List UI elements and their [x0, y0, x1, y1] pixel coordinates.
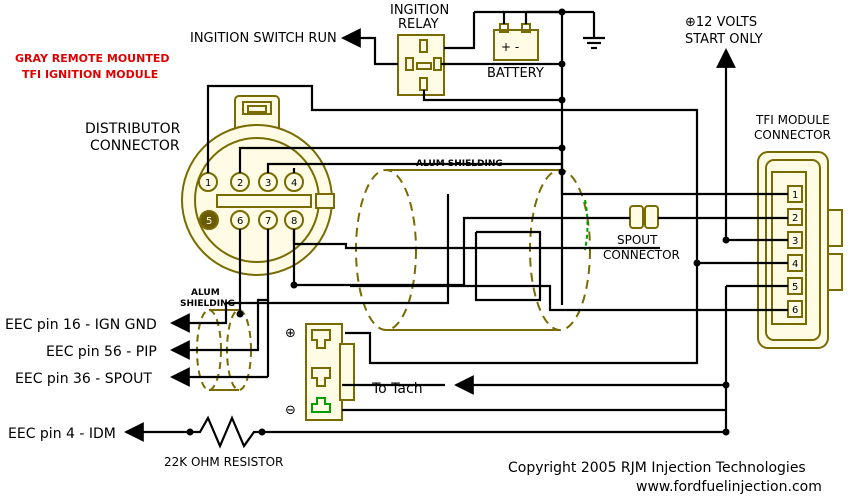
tfi-connector-label-1: TFI MODULE [755, 113, 830, 127]
svg-text:4: 4 [291, 178, 297, 189]
alum-shielding-top [355, 169, 591, 331]
gray-remote-label-1: GRAY REMOTE MOUNTED [15, 52, 169, 65]
ignition-switch-run-label: INGITION SWITCH RUN [190, 31, 337, 46]
distributor-pin-4: 4 [284, 172, 304, 192]
tfi-pin-5: 5 [787, 277, 803, 295]
twelve-volts-label-1: ⊕12 VOLTS [685, 15, 757, 30]
to-tach-label: To Tach [371, 381, 423, 397]
svg-text:6: 6 [237, 216, 243, 227]
resistor-label: 22K OHM RESISTOR [164, 455, 283, 469]
eec-ign-gnd-label: EEC pin 16 - IGN GND [5, 317, 157, 333]
distributor-pin-7: 7 [258, 210, 278, 230]
spout-connector-label-2: CONNECTOR [603, 248, 680, 262]
battery-label: BATTERY [487, 66, 544, 81]
svg-text:2: 2 [792, 213, 798, 224]
svg-text:2: 2 [237, 178, 243, 189]
svg-text:1: 1 [792, 190, 798, 201]
website-label: www.fordfuelinjection.com [636, 479, 822, 495]
resistor-icon [190, 415, 262, 449]
junction-dots [186, 8, 730, 436]
eec-spout-label: EEC pin 36 - SPOUT [15, 371, 152, 387]
eec-idm-label: EEC pin 4 - IDM [8, 426, 116, 442]
tfi-pin-1: 1 [787, 185, 803, 203]
tfi-pin-6: 6 [787, 300, 803, 318]
svg-text:3: 3 [265, 178, 271, 189]
tfi-module-connector [757, 151, 843, 349]
ignition-relay [397, 34, 445, 96]
battery-icon: + - [493, 23, 539, 61]
distributor-pin-1: 1 [198, 172, 218, 192]
coil-minus-icon: ⊖ [285, 403, 296, 418]
svg-text:4: 4 [792, 259, 798, 270]
distributor-pin-3: 3 [258, 172, 278, 192]
tfi-pin-2: 2 [787, 208, 803, 226]
copyright-label: Copyright 2005 RJM Injection Technologie… [508, 460, 806, 476]
ignition-relay-label-1: INGITION [390, 3, 449, 18]
svg-text:6: 6 [792, 305, 798, 316]
alum-shielding-left-label-2: SHIELDING [180, 299, 235, 309]
spout-connector-label-1: SPOUT [617, 233, 658, 247]
battery-terminals: + - [501, 40, 519, 54]
svg-text:1: 1 [205, 178, 211, 189]
svg-text:8: 8 [291, 216, 297, 227]
twelve-volts-label-2: START ONLY [685, 32, 763, 47]
spout-connector [629, 205, 659, 229]
tfi-pin-3: 3 [787, 231, 803, 249]
tfi-pin-4: 4 [787, 254, 803, 272]
svg-text:7: 7 [265, 216, 271, 227]
distributor-pin-6: 6 [230, 210, 250, 230]
svg-text:5: 5 [206, 216, 212, 227]
distributor-connector-label-1: DISTRIBUTOR [85, 121, 181, 137]
ground-icon [583, 12, 605, 50]
distributor-connector-label-2: CONNECTOR [90, 138, 180, 154]
distributor-pin-2: 2 [230, 172, 250, 192]
tfi-connector-label-2: CONNECTOR [754, 128, 831, 142]
gray-remote-label-2: TFI IGNITION MODULE [22, 68, 158, 81]
svg-text:3: 3 [792, 236, 798, 247]
distributor-pin-5: 5 [199, 210, 219, 230]
alum-shielding-left-label-1: ALUM [191, 288, 220, 298]
eec-pip-label: EEC pin 56 - PIP [46, 344, 157, 360]
coil-block [305, 323, 355, 421]
ignition-relay-label-2: RELAY [398, 17, 439, 32]
svg-text:5: 5 [792, 282, 798, 293]
distributor-pin-8: 8 [284, 210, 304, 230]
coil-plus-icon: ⊕ [285, 326, 296, 341]
